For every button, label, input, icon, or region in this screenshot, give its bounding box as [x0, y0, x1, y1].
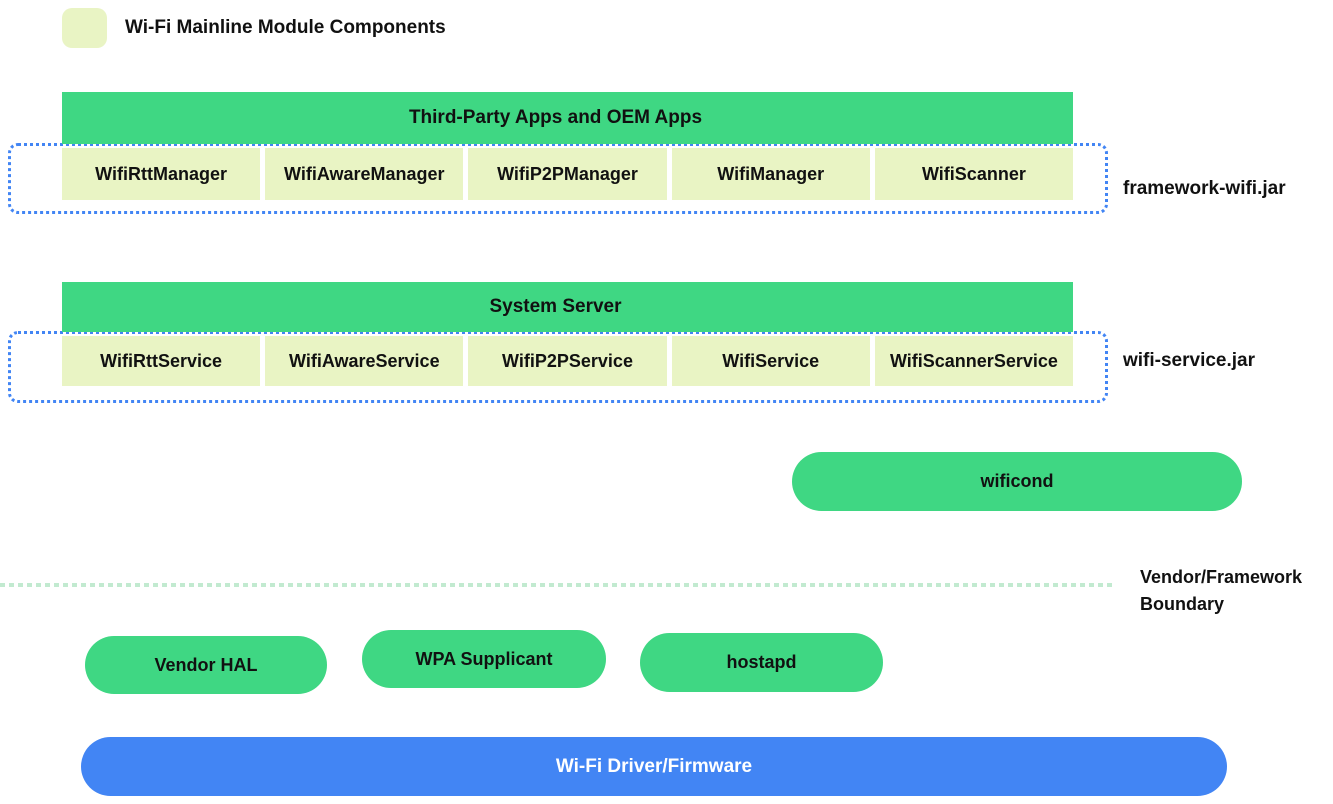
wifi-service-jar-boundary — [8, 331, 1108, 403]
third-party-apps-title: Third-Party Apps and OEM Apps — [408, 107, 703, 128]
system-server-title: System Server — [489, 296, 622, 317]
vendor-framework-boundary-label: Vendor/Framework Boundary — [1140, 567, 1303, 614]
hostapd-pill: hostapd — [640, 633, 883, 692]
box-wifiawaremanager: WifiAwareManager — [265, 148, 464, 200]
wifi-service-jar-label: wifi-service.jar — [1123, 350, 1256, 371]
wpa-supplicant-pill: WPA Supplicant — [362, 630, 606, 688]
box-wifirttmanager: WifiRttManager — [62, 148, 261, 200]
third-party-apps-bar: Third-Party Apps and OEM Apps — [62, 92, 1073, 144]
wifi-driver-firmware-pill: Wi-Fi Driver/Firmware — [81, 737, 1227, 796]
vendor-framework-boundary-line — [0, 583, 1113, 587]
box-wifip2pmanager: WifiP2PManager — [468, 148, 667, 200]
box-wifiservice: WifiService — [671, 336, 870, 386]
box-wifiscannerservice: WifiScannerService — [874, 336, 1074, 386]
legend: Wi-Fi Mainline Module Components — [125, 8, 446, 48]
box-wifiscanner: WifiScanner — [874, 148, 1074, 200]
box-wifip2pservice: WifiP2PService — [468, 336, 667, 386]
system-server-bar: System Server — [62, 282, 1073, 332]
wificond-pill: wificond — [792, 452, 1242, 511]
box-wifimanager: WifiManager — [671, 148, 870, 200]
wifi-service-row: WifiRttService WifiAwareService WifiP2PS… — [62, 336, 1074, 386]
vendor-hal-label: Vendor HAL — [154, 654, 258, 675]
vendor-hal-pill: Vendor HAL — [85, 636, 327, 694]
hostapd-label: hostapd — [726, 652, 797, 672]
wpa-supplicant-label: WPA Supplicant — [415, 648, 553, 669]
framework-wifi-jar-label: framework-wifi.jar — [1123, 178, 1286, 199]
legend-module-swatch — [62, 8, 107, 48]
box-wifiawareservice: WifiAwareService — [265, 336, 464, 386]
wifi-driver-firmware-label: Wi-Fi Driver/Firmware — [555, 755, 753, 777]
box-wifirttservice: WifiRttService — [62, 336, 261, 386]
wificond-label: wificond — [980, 471, 1054, 491]
framework-wifi-manager-row: WifiRttManager WifiAwareManager WifiP2PM… — [62, 148, 1074, 200]
framework-wifi-jar-boundary — [8, 143, 1108, 214]
legend-label: Wi-Fi Mainline Module Components — [125, 17, 446, 38]
